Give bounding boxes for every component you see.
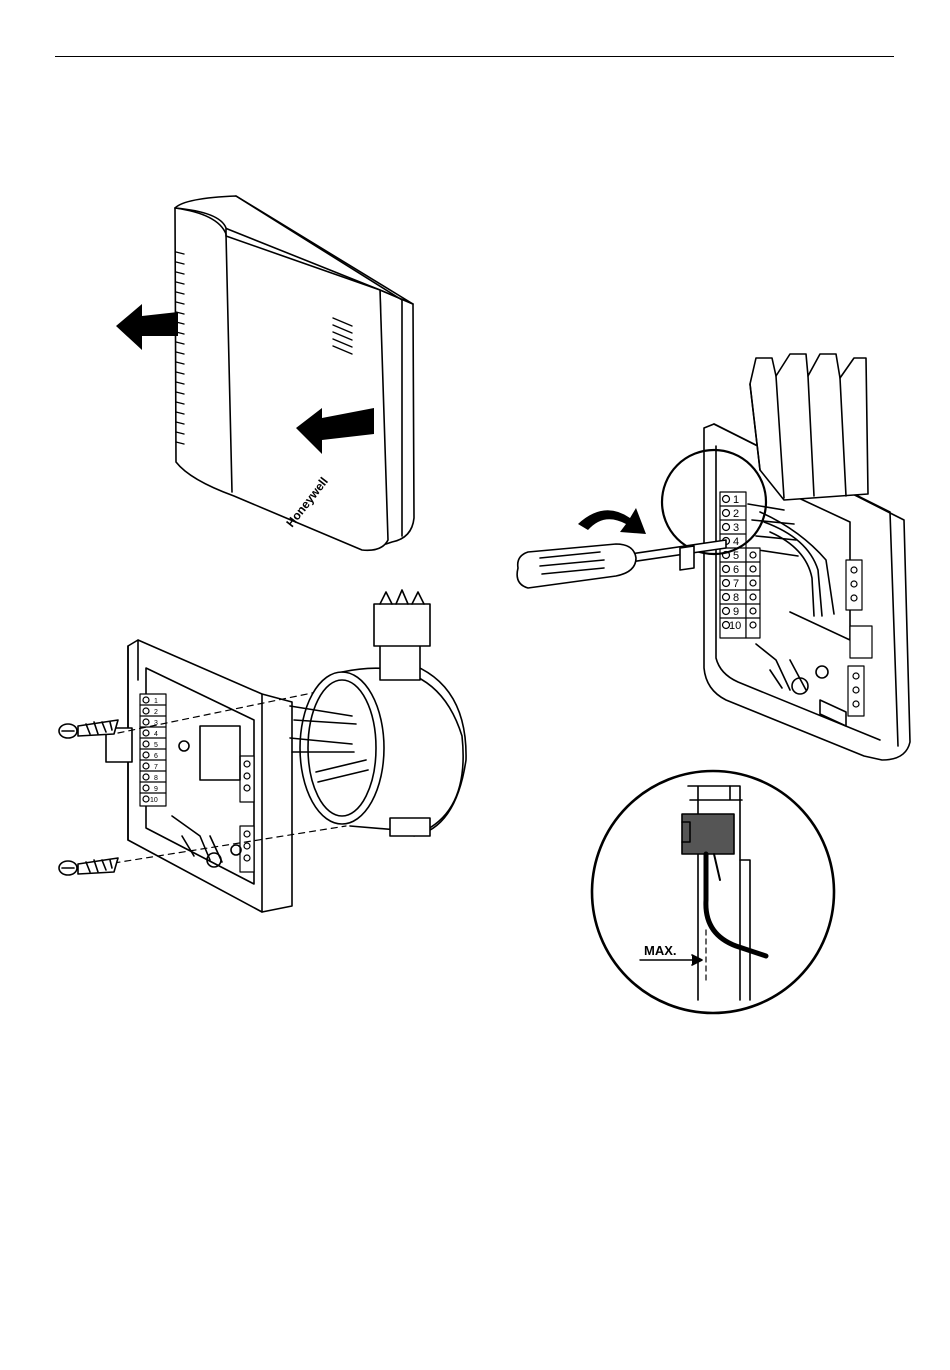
terminal-label: 1 bbox=[733, 494, 739, 506]
base-wiring-assembly: 1 2 3 4 5 6 7 8 9 10 bbox=[517, 354, 910, 760]
terminal-label: 8 bbox=[154, 775, 158, 782]
wire-strip-detail: MAX. bbox=[592, 771, 834, 1013]
terminal-strip-left bbox=[140, 694, 166, 806]
terminal-label: 2 bbox=[733, 508, 739, 520]
cable-bundle bbox=[750, 354, 868, 500]
max-label: MAX. bbox=[644, 943, 677, 958]
terminal-label: 9 bbox=[733, 606, 739, 618]
terminal-label: 5 bbox=[733, 550, 739, 562]
terminal-label: 8 bbox=[733, 592, 739, 604]
screwdriver-icon bbox=[517, 540, 726, 588]
terminal-label: 7 bbox=[154, 764, 158, 771]
terminal-label: 6 bbox=[733, 564, 739, 576]
terminal-label: 4 bbox=[733, 536, 739, 548]
terminal-label: 10 bbox=[729, 620, 741, 632]
terminal-label: 4 bbox=[154, 731, 158, 738]
wall-base-assembly: 1 2 3 4 5 6 7 8 9 10 bbox=[59, 590, 466, 912]
terminal-label: 9 bbox=[154, 786, 158, 793]
screw-icon bbox=[59, 858, 118, 875]
terminal-label: 3 bbox=[733, 522, 739, 534]
terminal-label: 5 bbox=[154, 742, 158, 749]
terminal-label: 6 bbox=[154, 753, 158, 760]
terminal-label: 2 bbox=[154, 709, 158, 716]
rotate-arrow-icon bbox=[578, 508, 646, 534]
left-arrow-icon bbox=[116, 304, 178, 350]
terminal-label: 7 bbox=[733, 578, 739, 590]
junction-box bbox=[290, 590, 466, 836]
terminal-label: 1 bbox=[154, 698, 158, 705]
terminal-label: 10 bbox=[150, 797, 158, 804]
thermostat-unit: Honeywell bbox=[116, 196, 414, 550]
